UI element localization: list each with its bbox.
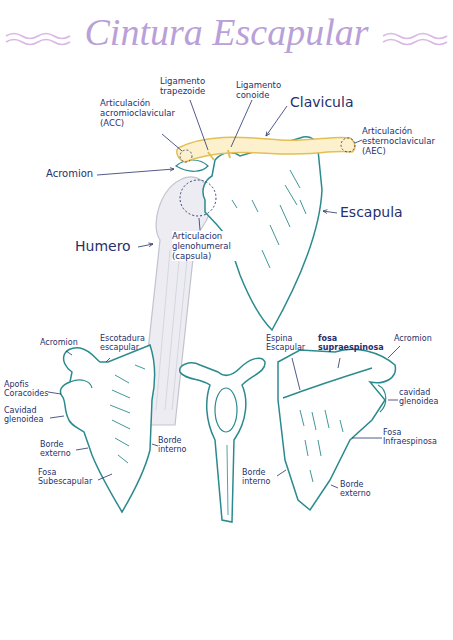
part-label: Acromion [40, 338, 78, 347]
leader-lines-bottom [48, 346, 400, 488]
part-label: Clavicula [290, 94, 353, 111]
scapula-bone [180, 358, 265, 522]
leader-line [66, 351, 72, 355]
leader-line [199, 218, 200, 230]
leader-line [292, 358, 300, 390]
part-label: Espina Escapular [266, 334, 316, 353]
leader-line [277, 470, 286, 476]
title: Cintura Escapular [70, 10, 383, 54]
part-label: Borde interno [242, 468, 282, 487]
clavicle-bone [177, 137, 355, 162]
coracoid [70, 380, 92, 388]
acromioclavicular-joint [180, 150, 192, 162]
leader-line [323, 211, 337, 213]
scapula-bone [278, 349, 395, 510]
leader-line [338, 358, 340, 368]
coracoclavicular-ligaments [208, 150, 230, 160]
clavicle [177, 137, 355, 162]
leader-line [162, 134, 182, 151]
glenohumeral-capsule [180, 180, 216, 216]
scapula-lateral [180, 358, 265, 522]
part-label: Borde externo [340, 480, 384, 499]
stem-line [227, 445, 228, 515]
leader-lines-top [97, 100, 362, 247]
leader-line [331, 485, 338, 488]
leader-line [48, 392, 61, 394]
scapula-anterior [60, 345, 154, 512]
wave-line [383, 34, 447, 39]
leader-line [98, 474, 112, 480]
part-label: Humero [75, 238, 131, 255]
leader-line [388, 400, 398, 401]
leader-line [106, 358, 110, 362]
part-label: Borde interno [158, 436, 198, 455]
leader-line [231, 100, 252, 147]
part-label: Articulacion glenohumeral (capsula) [172, 231, 242, 261]
leader-line [355, 140, 362, 143]
leader-line [266, 106, 287, 136]
leader-line [97, 169, 174, 175]
leader-line [76, 448, 88, 450]
scapula-hatch [300, 410, 343, 482]
part-label: Articulación acromioclavicular (ACC) [100, 98, 184, 128]
scapula-bone [60, 345, 154, 512]
part-label: Escapula [340, 204, 403, 221]
part-label: Cavidad glenoidea [4, 406, 52, 425]
glenoid [378, 385, 386, 412]
sternoclavicular-joint [341, 138, 355, 152]
leader-line [152, 444, 158, 446]
part-label: Acromion [46, 168, 93, 180]
humerus-shading [156, 250, 188, 410]
part-label: Articulación esternoclavicular (AEC) [362, 126, 450, 156]
leader-line [388, 346, 400, 358]
wave-line [6, 34, 70, 39]
scapular-spine [283, 368, 372, 398]
leader-line [190, 100, 208, 150]
leader-line [138, 244, 153, 247]
acromion [176, 160, 208, 171]
part-label: Ligamento conoide [236, 80, 292, 100]
part-label: cavidad glenoidea [399, 388, 449, 407]
part-label: Acromion [394, 334, 432, 343]
part-label: Apofis Coracoides [4, 380, 50, 399]
scapula-hatch [110, 365, 145, 463]
leader-line [352, 438, 382, 439]
part-label: fosa supraespinosa [318, 334, 390, 353]
wave-line [383, 40, 447, 45]
leader-line [50, 416, 64, 418]
scapula-posterior [278, 349, 395, 510]
part-label: Fosa Infraespinosa [383, 428, 449, 447]
part-label: Fosa Subescapular [38, 468, 98, 487]
part-label: Escotadura escapular [100, 334, 158, 353]
part-label: Ligamento trapezoide [160, 76, 216, 96]
scapula-hatch [232, 170, 306, 268]
glenoid [215, 388, 237, 432]
part-label: Borde externo [40, 440, 78, 459]
wave-line [6, 40, 70, 45]
